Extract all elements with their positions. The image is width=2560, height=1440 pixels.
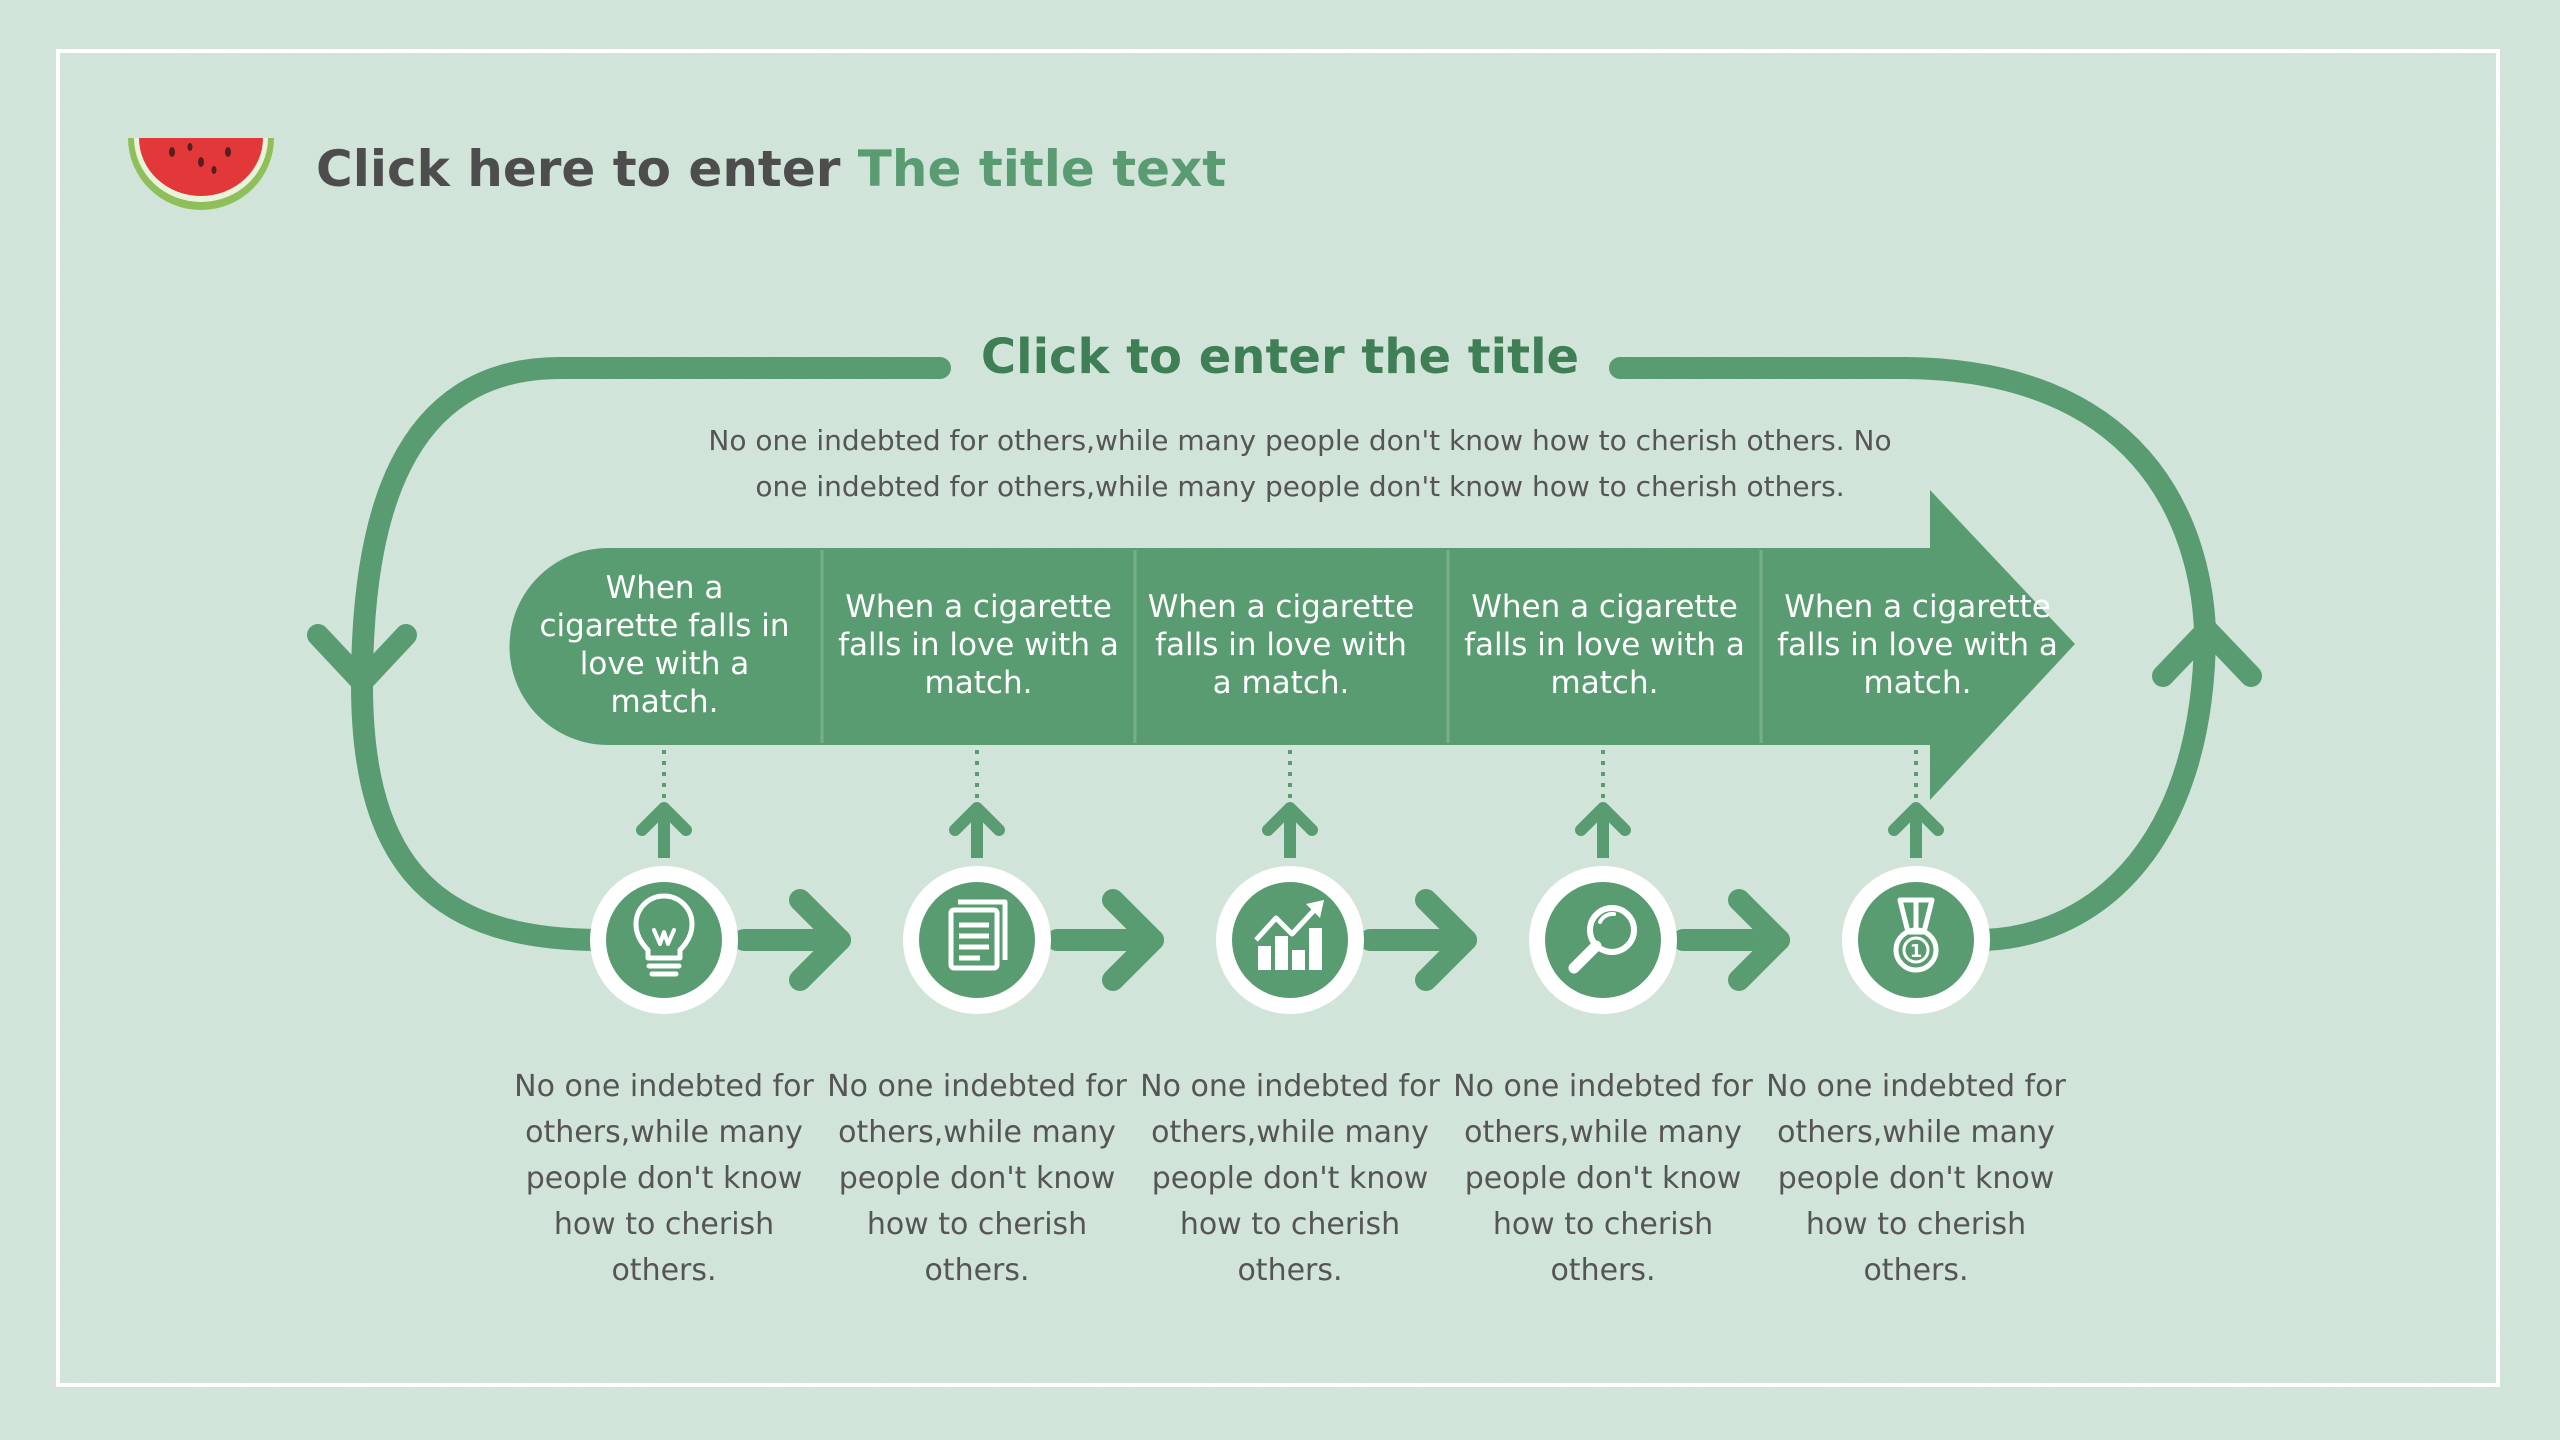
step-description-5[interactable]: No one indebted for others,while many pe… — [1766, 1069, 2066, 1288]
connector-1 — [636, 750, 692, 858]
step-arrows — [733, 889, 1790, 991]
connector-3 — [1262, 750, 1318, 858]
banner-label-4[interactable]: When a cigarette falls in love with a ma… — [1464, 589, 1745, 701]
growth-chart-icon — [1254, 900, 1324, 970]
cycle-loop — [351, 357, 2216, 951]
document-icon — [948, 899, 1008, 971]
diagram-title[interactable]: Click to enter the title — [980, 329, 1580, 385]
medal-icon: 1 — [1893, 897, 1939, 973]
connector-5 — [1888, 750, 1944, 858]
step-arrow-2 — [1046, 889, 1164, 991]
step-arrow-3 — [1359, 889, 1477, 991]
step-arrow-4 — [1672, 889, 1790, 991]
magnifier-icon — [1568, 905, 1637, 974]
page-title-highlight: The title text — [857, 140, 1227, 198]
banner-dividers — [820, 550, 1763, 743]
step-node-5: 1 — [1842, 866, 1990, 1014]
step-description-4[interactable]: No one indebted for others,while many pe… — [1453, 1069, 1753, 1288]
banner-arrow — [509, 490, 2075, 800]
step-node-1 — [590, 866, 738, 1014]
loop-left-bottom — [351, 674, 611, 951]
content-frame — [56, 49, 2500, 1387]
step-description-1[interactable]: No one indebted for others,while many pe… — [514, 1069, 814, 1288]
loop-arrowhead-left — [307, 624, 417, 693]
connectors — [636, 750, 1944, 858]
loop-right-bottom — [1974, 619, 2216, 951]
watermelon-slice-icon — [128, 138, 274, 210]
step-node-2 — [903, 866, 1051, 1014]
diagram-intro-text[interactable]: No one indebted for others,while many pe… — [708, 424, 1892, 503]
step-node-4 — [1529, 866, 1677, 1014]
banner-label-3[interactable]: When a cigarette falls in love with a ma… — [1147, 589, 1415, 701]
loop-top-left — [351, 357, 951, 696]
step-description-2[interactable]: No one indebted for others,while many pe… — [827, 1069, 1127, 1288]
page-title-prefix: Click here to enter — [316, 140, 858, 198]
loop-top-right — [1609, 357, 2216, 641]
banner-label-2[interactable]: When a cigarette falls in love with a ma… — [838, 589, 1119, 701]
banner-label-5[interactable]: When a cigarette falls in love with a ma… — [1777, 589, 2058, 701]
page-title[interactable]: Click here to enter The title text — [316, 134, 1226, 204]
banner-label-1[interactable]: When a cigarette falls in love with a ma… — [539, 570, 790, 720]
step-node-3 — [1216, 866, 1364, 1014]
step-description-3[interactable]: No one indebted for others,while many pe… — [1140, 1069, 1440, 1288]
loop-arrowhead-right — [2152, 619, 2262, 687]
step-arrow-1 — [733, 889, 851, 991]
connector-4 — [1575, 750, 1631, 858]
svg-text:1: 1 — [1910, 941, 1923, 962]
lightbulb-icon — [633, 893, 695, 977]
connector-2 — [949, 750, 1005, 858]
